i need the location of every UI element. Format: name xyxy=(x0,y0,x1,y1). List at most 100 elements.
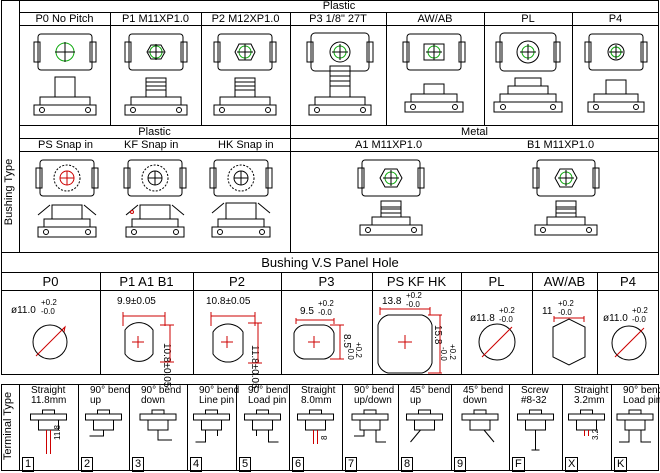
col-label-p4: P4 xyxy=(608,13,623,25)
hole-dim-pl: ø11.8 xyxy=(470,313,495,324)
hole-label-pskfhk: PS KF HK xyxy=(386,274,447,289)
terminal-label-line1: 90° bend xyxy=(90,385,131,396)
plastic-header-mid: Plastic xyxy=(138,126,171,138)
terminal-label-line2: #8-32 xyxy=(521,395,547,406)
top-view-a1 xyxy=(357,159,425,197)
terminal-label-line1: Straight xyxy=(31,385,66,396)
hole-tol-up-p0: +0.2 xyxy=(41,298,57,307)
terminal-number: 8 xyxy=(401,457,414,472)
terminal-label-line2: Load pin xyxy=(623,395,660,406)
side-view-pl xyxy=(493,77,563,113)
terminal-drawing xyxy=(517,409,554,451)
side-view-a1 xyxy=(359,200,423,236)
terminal-label-line2: up xyxy=(410,395,422,406)
bushing-drawings-top xyxy=(33,32,648,116)
col-label-kf: KF Snap in xyxy=(124,139,179,151)
terminal-label-line1: 90° bend xyxy=(248,385,289,396)
side-view-p3 xyxy=(308,65,372,116)
col-label-awab: AW/AB xyxy=(417,13,453,25)
col-label-ps: PS Snap in xyxy=(38,139,94,151)
terminal-number: 4 xyxy=(190,457,203,472)
terminal-label-line1: Straight xyxy=(301,385,336,396)
hole-label-pl: PL xyxy=(488,274,505,289)
col-label-b1: B1 M11XP1.0 xyxy=(527,139,595,151)
hole-dim-p0: ø11.0 xyxy=(11,305,36,316)
hole-label-awab: AW/AB xyxy=(543,274,586,289)
terminal-label-line2: down xyxy=(141,395,165,406)
hole-tol-dn-pskfhk: -0.0 xyxy=(406,300,420,309)
hole-dim-p2: 10.8±0.05 xyxy=(206,296,251,307)
hole-label-p1a1b1: P1 A1 B1 xyxy=(119,274,174,289)
hole-label-p3: P3 xyxy=(318,274,335,289)
hole-p2 xyxy=(210,312,262,364)
terminal-number: 9 xyxy=(454,457,467,472)
terminal-type-frame xyxy=(1,384,659,471)
panel-hole-title: Bushing V.S Panel Hole xyxy=(261,255,399,270)
col-label-p2: P2 M12XP1.0 xyxy=(211,13,280,25)
terminal-label-line2: down xyxy=(463,395,487,406)
hole-dim-awab: 11 xyxy=(542,306,553,317)
side-view-awab xyxy=(404,83,464,113)
col-label-p3: P3 1/8" 27T xyxy=(309,13,367,25)
side-view-hk xyxy=(211,202,271,238)
terminal-drawing xyxy=(461,409,499,443)
col-label-hk: HK Snap in xyxy=(218,139,274,151)
hole-tol-up-p3: +0.2 xyxy=(318,299,334,308)
hole-tol-dn-p3: -0.0 xyxy=(318,308,332,317)
hole-dim-p3: 9.5 xyxy=(300,306,314,317)
hole-tol-dn-pl: -0.0 xyxy=(499,315,513,324)
hole-tol-up-pl: +0.2 xyxy=(499,306,515,315)
hole-tol-up-pskfhk: +0.2 xyxy=(406,291,422,300)
bushing-drawings-mid xyxy=(35,159,600,238)
side-view-p4 xyxy=(587,79,645,113)
hole-pl xyxy=(478,323,516,361)
col-label-p1: P1 M11XP1.0 xyxy=(121,13,190,25)
terminal-label-line1: Straight xyxy=(574,385,609,396)
top-view-ps xyxy=(35,159,99,197)
top-view-pl xyxy=(495,32,561,72)
terminal-drawing xyxy=(351,409,389,443)
hole-dim-p4: ø11.0 xyxy=(603,313,628,324)
top-view-p2 xyxy=(213,33,277,71)
metal-header: Metal xyxy=(461,126,488,138)
terminal-drawing xyxy=(244,409,281,443)
hole-p0 xyxy=(32,324,68,360)
terminal-drawing xyxy=(568,409,605,436)
bushing-type-frame xyxy=(1,0,659,375)
hole-label-p4: P4 xyxy=(620,274,636,289)
hole-p1 xyxy=(122,312,174,363)
terminal-label-line1: 90° bend xyxy=(623,385,660,396)
terminal-number: 5 xyxy=(239,457,252,472)
terminal-drawing xyxy=(30,409,67,454)
terminal-number: 2 xyxy=(81,457,94,472)
hole-dim-pskfhk: 13.8 xyxy=(382,296,402,307)
terminal-label-line1: 45° bend xyxy=(463,385,504,396)
col-label-a1: A1 M11XP1.0 xyxy=(355,139,423,151)
hole-tol-up-awab: +0.2 xyxy=(558,299,574,308)
terminal-label-line2: up xyxy=(90,395,102,406)
terminal-drawing xyxy=(193,409,230,443)
terminal-label-line1: 90° bend xyxy=(354,385,395,396)
top-view-kf xyxy=(123,159,187,197)
top-view-p0 xyxy=(33,33,97,71)
terminal-label-line2: Load pin xyxy=(248,395,287,406)
terminal-label-line2: 8.0mm xyxy=(301,395,332,406)
terminal-number: F xyxy=(512,457,525,472)
terminal-label-line2: up/down xyxy=(354,395,392,406)
terminal-number: 1 xyxy=(22,457,35,472)
hole-pskfhk xyxy=(377,307,442,374)
hole-dim-p1: 9.9±0.05 xyxy=(117,296,156,307)
side-view-kf xyxy=(125,204,185,238)
col-label-p0: P0 No Pitch xyxy=(35,13,94,25)
terminal-label-line1: 45° bend xyxy=(410,385,451,396)
hole-tol-dn-p0: -0.0 xyxy=(41,307,55,316)
terminal-number: 3 xyxy=(132,457,145,472)
terminal-drawing xyxy=(406,409,443,443)
side-view-b1 xyxy=(534,200,598,236)
top-view-b1 xyxy=(532,159,600,197)
hole-p4 xyxy=(611,325,647,361)
top-view-awab xyxy=(402,33,466,71)
side-view-p0 xyxy=(33,76,97,116)
terminal-number: 7 xyxy=(345,457,358,472)
